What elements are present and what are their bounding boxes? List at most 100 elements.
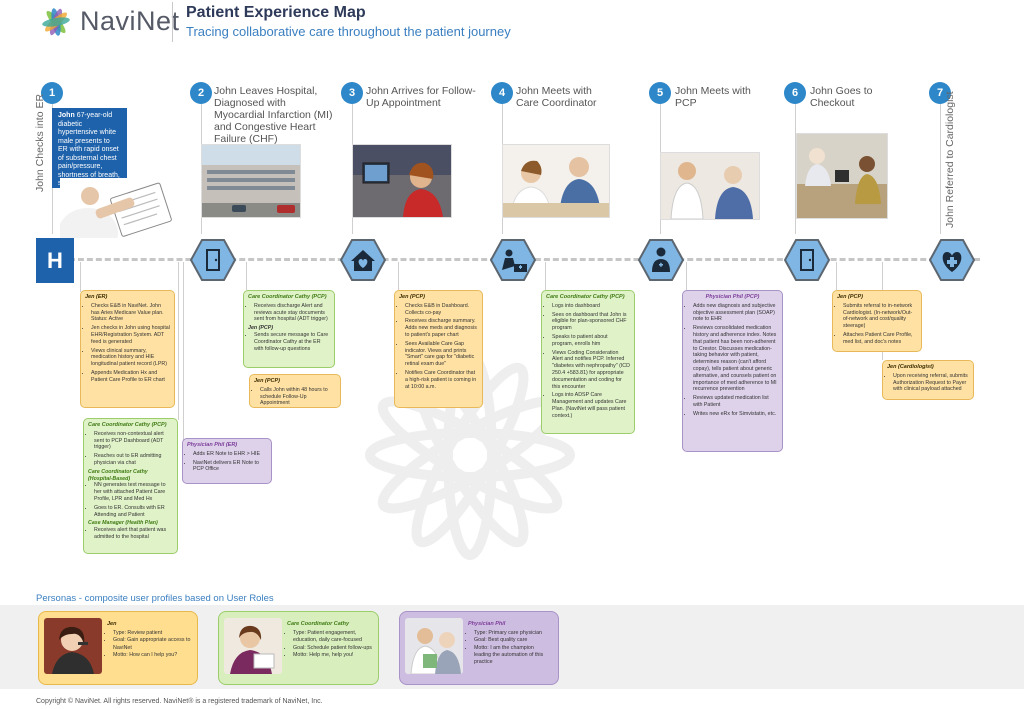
physician-icon: [638, 239, 684, 281]
card-item: Writes new eRx for Simvistatin, etc.: [693, 411, 778, 418]
card-header: Care Coordinator Cathy (PCP): [248, 294, 327, 300]
persona-card-cathy: Care Coordinator Cathy Type: Patient eng…: [218, 611, 379, 685]
card-cathy-pcp-2: Care Coordinator Cathy (PCP) Receives di…: [243, 290, 335, 368]
coordinator-desk-icon: [490, 239, 536, 281]
persona-photo-cathy: [224, 618, 282, 674]
connector: [80, 262, 81, 292]
door-icon: [190, 239, 236, 281]
persona-point: Type: Primary care physician: [474, 630, 552, 637]
card-item: Receives discharge summary. Adds new med…: [405, 318, 478, 338]
navinet-logo-icon: [42, 8, 70, 36]
card-header: Physician Phil (ER): [187, 442, 238, 448]
card-item: Attaches Patient Care Profile, med list,…: [843, 332, 917, 346]
card-header: Physician Phil (PCP): [705, 294, 760, 300]
card-item: Adds new diagnosis and subjective object…: [693, 303, 778, 323]
persona-card-jen: Jen Type: Review patient Goal: Gain appr…: [38, 611, 198, 685]
card-item: Goes to ER. Consults with ER Attending a…: [94, 505, 173, 519]
step-number-7: 7: [929, 82, 951, 104]
persona-name: Jen: [107, 621, 117, 627]
card-item: Adds ER Note to EHR > HIE: [193, 451, 267, 458]
card-item: Logs into ADSP Care Management and updat…: [552, 392, 630, 419]
care-coordinator-photo: [502, 144, 610, 218]
persona-name: Care Coordinator Cathy: [287, 621, 350, 627]
step-title-5: John Meets with PCP: [675, 85, 751, 109]
connector: [686, 262, 687, 290]
step-title-2: John Leaves Hospital, Diagnosed with Myo…: [214, 85, 333, 145]
persona-photo-jen: [44, 618, 102, 674]
persona-point: Type: Patient engagement, education, dai…: [293, 630, 372, 644]
step-title-7: John Referred to Cardiologist: [944, 91, 956, 228]
door-icon-2: [784, 239, 830, 281]
persona-photo-phil: [405, 618, 463, 674]
card-header: Care Coordinator Cathy (PCP): [88, 422, 167, 428]
connector: [545, 262, 546, 290]
card-jen-cardiologist: Jen (Cardiologist) Upon receiving referr…: [882, 360, 974, 400]
step-guide-7: [940, 104, 941, 234]
card-item: Reviews consolidated medication history …: [693, 325, 778, 393]
card-item: Speaks to patient about program, enrolls…: [552, 334, 630, 348]
step-title-1: John Checks into ER: [34, 93, 46, 192]
step-number-5: 5: [649, 82, 671, 104]
card-item: Upon receiving referral, submits Authori…: [893, 373, 969, 393]
header-divider: [172, 2, 173, 42]
card-phil-pcp: Physician Phil (PCP) Adds new diagnosis …: [682, 290, 783, 452]
card-phil-er: Physician Phil (ER) Adds ER Note to EHR …: [182, 438, 272, 484]
card-item: Sends secure message to Care Coordinator…: [254, 332, 330, 352]
card-jen-pcp-3: Jen (PCP) Submits referral to in-network…: [832, 290, 922, 352]
card-jen-er: Jen (ER) Checks E&B in NaviNet. John has…: [80, 290, 175, 408]
card-jen-pcp-2: Jen (PCP) Checks E&B in Dashboard. Colle…: [394, 290, 483, 408]
checkout-desk-photo: [796, 133, 888, 219]
step-number-3: 3: [341, 82, 363, 104]
pcp-doctor-patient-photo: [660, 152, 760, 220]
persona-card-phil: Physician Phil Type: Primary care physic…: [399, 611, 559, 685]
step-number-6: 6: [784, 82, 806, 104]
personas-section-title: Personas - composite user profiles based…: [36, 593, 274, 604]
patient-summary: John 67-year-old diabetic hypertensive w…: [52, 108, 127, 196]
page-subtitle: Tracing collaborative care throughout th…: [186, 24, 511, 39]
step-number-4: 4: [491, 82, 513, 104]
card-item: Jen checks in John using hospital EHR/Re…: [91, 325, 170, 345]
card-subheader: Care Coordinator Cathy (Hospital-Based): [88, 468, 148, 482]
card-subheader: Jen (PCP): [248, 325, 274, 332]
receptionist-photo: [352, 144, 452, 218]
connector: [178, 262, 179, 420]
persona-point: Motto: How can I help you?: [113, 652, 191, 659]
card-cathy-pcp-3: Care Coordinator Cathy (PCP) Logs into d…: [541, 290, 635, 434]
connector: [398, 262, 399, 290]
card-header: Care Coordinator Cathy (PCP): [546, 294, 625, 300]
card-item: Calls John within 48 hours to schedule F…: [260, 387, 336, 407]
persona-point: Goal: Gain appropriate access to NaviNet: [113, 637, 191, 651]
card-item: Views Coding Consideration Alert and not…: [552, 350, 630, 391]
card-item: Views clinical summary, medication histo…: [91, 348, 170, 368]
page-title: Patient Experience Map: [186, 4, 366, 21]
card-item: Submits referral to in-network Cardiolog…: [843, 303, 917, 330]
persona-point: Motto: I am the champion leading the aut…: [474, 645, 552, 667]
persona-point: Type: Review patient: [113, 630, 191, 637]
persona-point: Motto: Help me, help you!: [293, 652, 372, 659]
card-header: Jen (Cardiologist): [887, 364, 934, 370]
brand-name: NaviNet: [80, 6, 180, 36]
er-doctor-clipboard-photo: [60, 178, 175, 238]
card-item: Logs into dashboard: [552, 303, 630, 310]
card-item: Sees Available Care Gap indicator. Views…: [405, 341, 478, 368]
card-item: Reviews updated medication list with Pat…: [693, 395, 778, 409]
card-item: Checks E&B in Dashboard. Collects co-pay: [405, 303, 478, 317]
card-jen-pcp-1: Jen (PCP) Calls John within 48 hours to …: [249, 374, 341, 408]
patient-name: John: [58, 112, 75, 119]
card-item: Receives alert that patient was admitted…: [94, 527, 173, 541]
card-header: Jen (PCP): [254, 378, 280, 384]
card-item: Notifies Care Coordinator that a high-ri…: [405, 370, 478, 390]
copyright-footer: Copyright © NaviNet. All rights reserved…: [36, 698, 323, 705]
step-title-6: John Goes to Checkout: [810, 85, 873, 109]
persona-point: Goal: Best quality care: [474, 637, 552, 644]
connector: [183, 262, 184, 440]
card-header: Jen (PCP): [837, 294, 863, 300]
card-item: Checks E&B in NaviNet. John has Aries Me…: [91, 303, 170, 323]
step-number-2: 2: [190, 82, 212, 104]
step-title-3: John Arrives for Follow-Up Appointment: [366, 85, 476, 109]
persona-name: Physician Phil: [468, 621, 506, 627]
heart-cross-icon: [929, 239, 975, 281]
card-header: Jen (PCP): [399, 294, 425, 300]
card-item: Reaches out to ER admitting physician vi…: [94, 453, 173, 467]
card-cathy-pcp-1: Care Coordinator Cathy (PCP) Receives no…: [83, 418, 178, 554]
